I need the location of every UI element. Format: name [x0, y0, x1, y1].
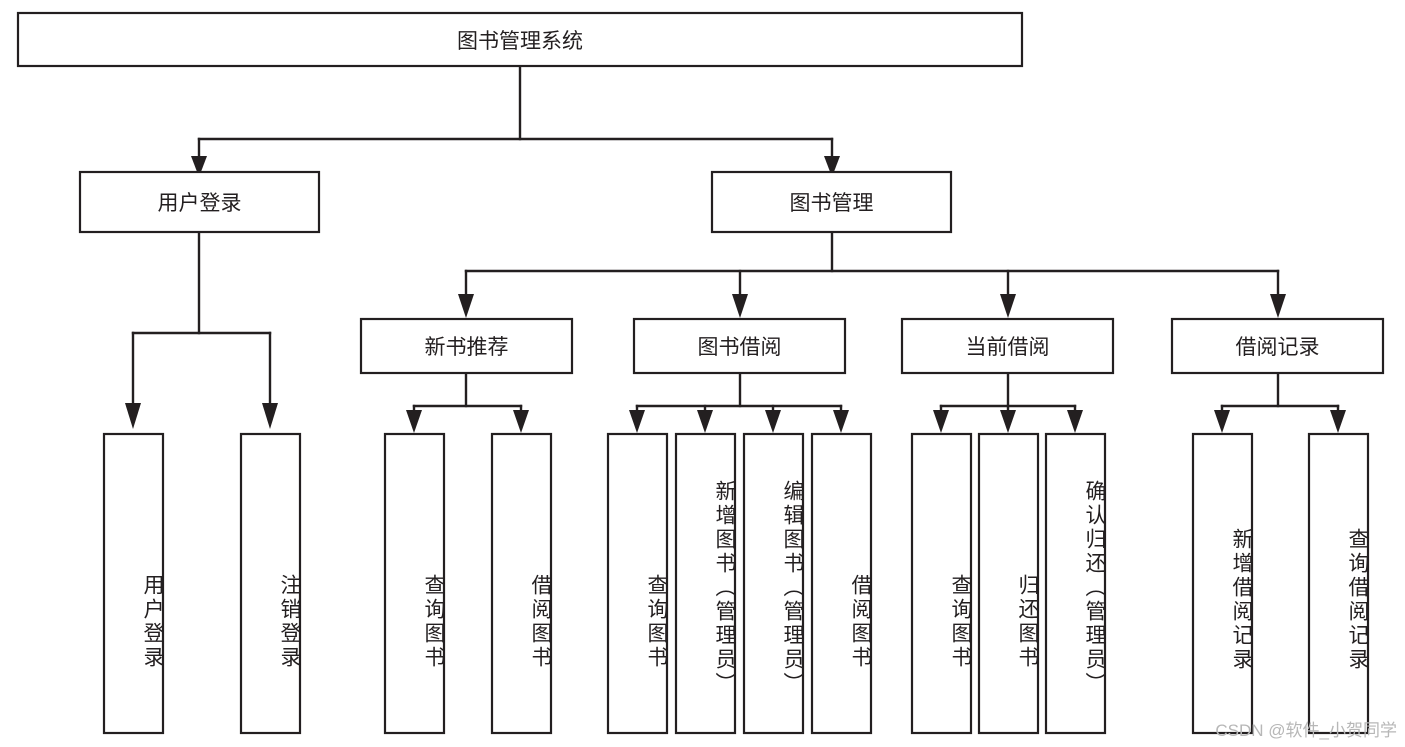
- arrow-bookborrow-leaf-1: [629, 410, 645, 433]
- node-box-leaf-logout[interactable]: [239, 432, 302, 735]
- arrow-userlogin-leaf-1: [125, 403, 141, 429]
- node-box-book-management[interactable]: [710, 170, 953, 234]
- arrow-currentborrow-leaf-2: [1000, 410, 1016, 433]
- arrow-borrowrecord-leaf-2: [1330, 410, 1346, 433]
- arrow-to-newbook: [458, 294, 474, 318]
- node-box-new-book-recommend[interactable]: [359, 317, 574, 375]
- arrow-to-bookmgmt: [824, 156, 840, 177]
- node-box-leaf-user-login[interactable]: [102, 432, 165, 735]
- arrow-userlogin-leaf-2: [262, 403, 278, 429]
- arrow-borrowrecord-leaf-1: [1214, 410, 1230, 433]
- node-box-leaf-query-book-a[interactable]: [383, 432, 446, 735]
- arrow-bookborrow-leaf-2: [697, 410, 713, 433]
- arrow-to-bookborrow: [732, 294, 748, 318]
- node-box-leaf-add-record[interactable]: [1191, 432, 1254, 735]
- node-box-leaf-add-book[interactable]: [674, 432, 737, 735]
- node-layer: [16, 11, 1385, 735]
- arrow-bookborrow-leaf-3: [765, 410, 781, 433]
- arrow-to-currentborrow: [1000, 294, 1016, 318]
- node-box-leaf-confirm-return[interactable]: [1044, 432, 1107, 735]
- node-box-leaf-borrow-book-b[interactable]: [810, 432, 873, 735]
- node-box-book-borrow[interactable]: [632, 317, 847, 375]
- node-box-current-borrow[interactable]: [900, 317, 1115, 375]
- node-box-leaf-query-record[interactable]: [1307, 432, 1370, 735]
- arrow-bookborrow-leaf-4: [833, 410, 849, 433]
- node-box-user-login[interactable]: [78, 170, 321, 234]
- node-box-leaf-return-book[interactable]: [977, 432, 1040, 735]
- node-box-leaf-query-book-b[interactable]: [606, 432, 669, 735]
- arrow-to-userlogin: [191, 156, 207, 177]
- node-box-leaf-query-book-c[interactable]: [910, 432, 973, 735]
- arrow-to-borrowrecord: [1270, 294, 1286, 318]
- node-box-root[interactable]: [16, 11, 1024, 68]
- node-box-borrow-record[interactable]: [1170, 317, 1385, 375]
- connector-layer: [125, 64, 1346, 433]
- node-box-leaf-borrow-book-a[interactable]: [490, 432, 553, 735]
- node-box-leaf-edit-book[interactable]: [742, 432, 805, 735]
- arrow-newbook-leaf-1: [406, 410, 422, 433]
- arrow-currentborrow-leaf-3: [1067, 410, 1083, 433]
- arrow-currentborrow-leaf-1: [933, 410, 949, 433]
- arrow-newbook-leaf-2: [513, 410, 529, 433]
